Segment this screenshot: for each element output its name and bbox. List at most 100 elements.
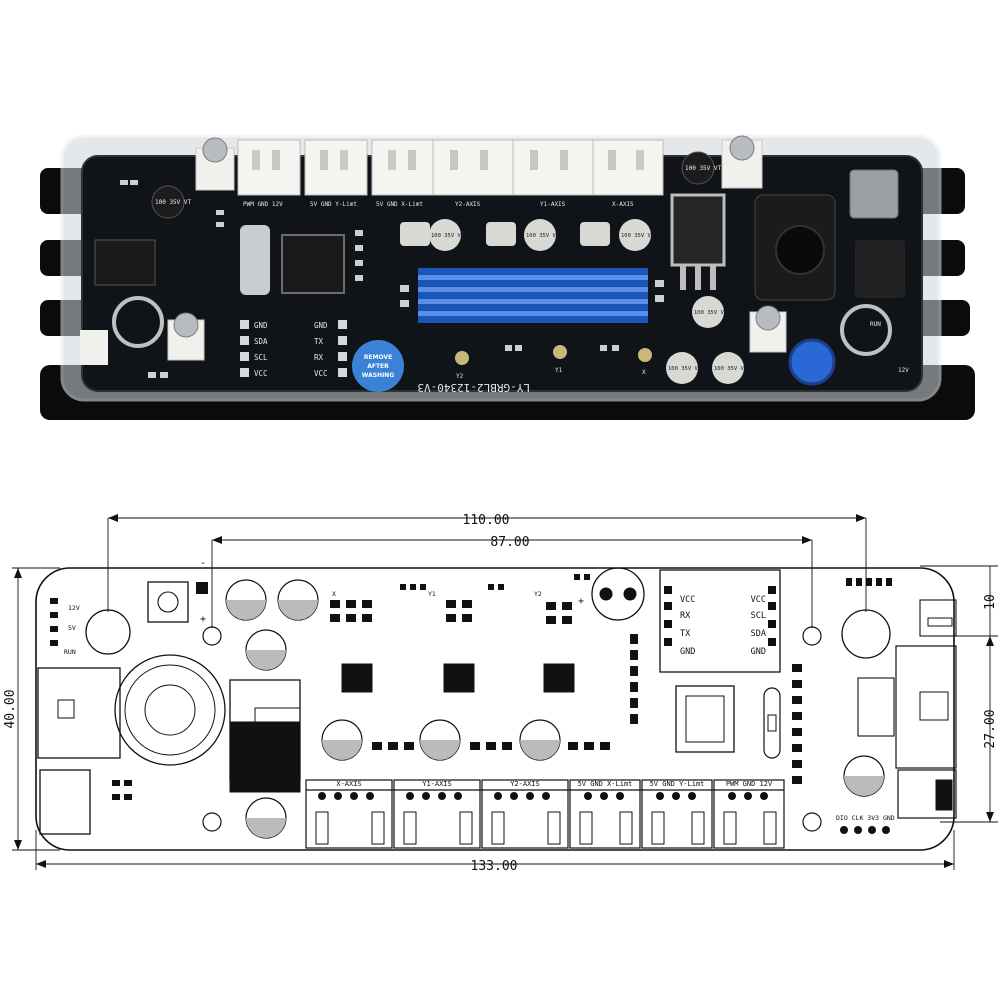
trim-pot[interactable] — [553, 345, 567, 359]
connector-label: 5V GND X-Limt — [578, 780, 633, 788]
right-bottom-connector — [897, 769, 957, 819]
right-connector — [895, 645, 957, 769]
standoffs — [167, 135, 787, 361]
module-pin-label: GND — [680, 647, 695, 657]
board-photo: PWM GND 12V 5V GND Y-Limt 5V GND X-Limt … — [40, 134, 975, 420]
silk-connector-label: 5V GND Y-Limt — [310, 201, 357, 208]
capacitor-label: 100 35V VT — [526, 233, 560, 239]
cap-mark: - — [200, 558, 206, 569]
module-pin-label: GND — [751, 647, 766, 657]
cap-mark: + — [200, 614, 206, 625]
pot-label: Y2 — [456, 373, 464, 380]
connector-label: Y2-AXIS — [510, 780, 540, 788]
header-labels: DIO CLK 3V3 GND — [836, 814, 895, 822]
bottom-connectors — [305, 779, 785, 849]
pin-label: SCL — [254, 353, 268, 362]
heatsink — [418, 268, 648, 323]
dim-value: 133.00 — [471, 859, 518, 874]
mount-hole-small — [802, 626, 822, 646]
capacitor-label: 100 35V VT — [694, 310, 728, 316]
silk-connector-label: PWM GND 12V — [243, 201, 283, 208]
module-pin-label: VCC — [751, 595, 766, 605]
cap-mark: + — [578, 596, 584, 607]
trim-pot[interactable] — [455, 351, 469, 365]
pin-label: RX — [314, 353, 324, 362]
mcu-chip — [281, 234, 345, 294]
sticker-text: AFTER — [367, 363, 389, 370]
module-pin-label: SCL — [751, 611, 766, 621]
dim-value: 27.00 — [983, 709, 998, 748]
connector-label: Y1-AXIS — [422, 780, 452, 788]
joystick-knob[interactable] — [775, 225, 825, 275]
usb-c-port[interactable] — [849, 169, 899, 219]
mount-ring — [112, 296, 164, 348]
silk-connector-label: X-AXIS — [612, 201, 634, 208]
pin-label: GND — [254, 321, 268, 330]
pin-label: TX — [314, 337, 324, 346]
mcu-outline — [675, 685, 735, 753]
pin-label: VCC — [314, 369, 328, 378]
left-label: 5V — [68, 624, 76, 632]
pot-label: X — [332, 590, 336, 598]
side-connector — [80, 330, 108, 365]
connector-label: X-AXIS — [336, 780, 361, 788]
driver-chip — [443, 663, 475, 693]
board-model: LY-GRBL2-12340-V3 — [417, 381, 530, 394]
joystick-outline — [114, 654, 226, 766]
module-pin-label: TX — [680, 629, 691, 639]
dc-jack-outline — [37, 667, 121, 759]
connector-label: 5V GND Y-Limt — [650, 780, 705, 788]
mount-hole-small — [802, 812, 822, 832]
run-button[interactable] — [788, 338, 836, 386]
warning-sticker — [352, 340, 404, 392]
pin-label: GND — [314, 321, 328, 330]
connector-label: PWM GND 12V — [726, 780, 773, 788]
mount-hole-small — [202, 626, 222, 646]
capacitor-label: 100 35V VT — [685, 165, 722, 172]
regulator-tab — [229, 721, 301, 793]
dim-value: 87.00 — [490, 535, 529, 550]
capacitor-label: 100 35V VT — [668, 366, 702, 372]
dc-jack[interactable] — [855, 240, 905, 298]
capacitor-label: 100 35V VT — [155, 199, 192, 206]
button-footprint — [147, 581, 189, 623]
run-label: RUN — [870, 321, 881, 328]
capacitor-label: 100 35V VT — [621, 233, 655, 239]
dim-value: 10 — [983, 594, 998, 610]
mount-hole — [85, 609, 131, 655]
board-outline — [35, 567, 955, 851]
driver-chip — [543, 663, 575, 693]
dim-value: 40.00 — [3, 689, 18, 728]
pin-header-outline — [857, 677, 895, 737]
right-connector-small — [919, 599, 957, 637]
pot-label: Y2 — [534, 590, 542, 598]
silk-connector-label: Y1-AXIS — [540, 201, 566, 208]
dim-value: 110.00 — [463, 513, 510, 528]
module-outline — [659, 569, 781, 673]
left-label: RUN — [64, 648, 76, 656]
pin-label: VCC — [254, 369, 268, 378]
pin-header — [94, 239, 156, 286]
mount-ring — [840, 304, 892, 356]
module-pin-label: VCC — [680, 595, 695, 605]
capacitor-label: 100 35V VT — [431, 233, 465, 239]
mount-hole-small — [202, 812, 222, 832]
left-label: 12V — [68, 604, 80, 612]
capacitor-label: 100 35V VT — [714, 366, 748, 372]
buzzer-outline — [591, 567, 645, 621]
sticker-text: WASHING — [362, 372, 395, 379]
silk-connector-label: Y2-AXIS — [455, 201, 481, 208]
usb-outline — [39, 769, 91, 835]
module-pin-label: SDA — [751, 629, 766, 639]
top-connectors — [237, 139, 664, 196]
silk-connector-label: 5V GND X-Limt — [376, 201, 423, 208]
photo-capacitors — [151, 151, 744, 384]
drawing-capacitors — [225, 579, 885, 839]
dimension-drawing — [12, 514, 998, 870]
crystal-outline — [763, 687, 781, 759]
crystal — [240, 225, 270, 295]
trim-pot[interactable] — [638, 348, 652, 362]
sticker-text: REMOVE — [364, 354, 392, 361]
pot-label: Y1 — [555, 367, 563, 374]
